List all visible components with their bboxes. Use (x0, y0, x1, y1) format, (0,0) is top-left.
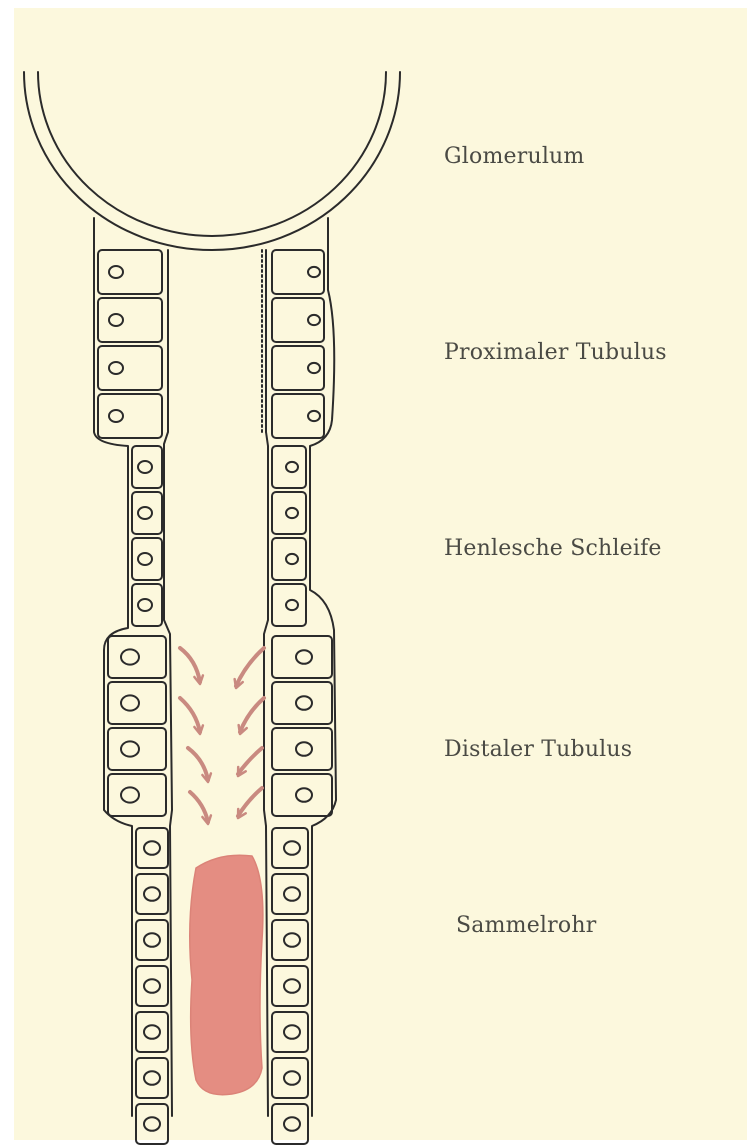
sammelrohr-cell-right (272, 828, 308, 868)
proximal-cell-left (98, 298, 162, 342)
label-glomerulum: Glomerulum (444, 144, 585, 169)
henle-cell-left (132, 584, 162, 626)
distal-cell-right (272, 682, 332, 724)
proximal-cell-left (98, 250, 162, 294)
sammelrohr-cast (190, 855, 263, 1095)
reabsorption-arrows (180, 648, 264, 824)
proximal-cell-right (272, 394, 324, 438)
glomerulum-capsule (24, 72, 400, 250)
distal-cell-left (108, 636, 166, 678)
distal-cell-right (272, 728, 332, 770)
label-proximaler-tubulus: Proximaler Tubulus (444, 340, 667, 365)
label-distaler-tubulus: Distaler Tubulus (444, 737, 632, 762)
distal-cell-left (108, 774, 166, 816)
distal-cell-left (108, 682, 166, 724)
left-tubule-wall (94, 218, 172, 1116)
reabsorption-arrow (180, 698, 203, 734)
reabsorption-arrow (188, 748, 211, 782)
proximal-cell-right (272, 298, 324, 342)
reabsorption-arrow (239, 698, 264, 734)
reabsorption-arrow (180, 648, 203, 684)
henle-cell-right (272, 446, 306, 488)
henle-cell-right (272, 584, 306, 626)
sammelrohr-cell-right (272, 1058, 308, 1098)
sammelrohr-cell-left (136, 1104, 168, 1144)
sammelrohr-cell-left (136, 966, 168, 1006)
sammelrohr-cell-left (136, 874, 168, 914)
henle-cell-right (272, 538, 306, 580)
henle-cell-left (132, 538, 162, 580)
label-sammelrohr: Sammelrohr (456, 913, 596, 938)
sammelrohr-cell-right (272, 920, 308, 960)
henle-cell-left (132, 446, 162, 488)
proximal-cell-right (272, 250, 324, 294)
sammelrohr-cell-right (272, 1012, 308, 1052)
proximal-cell-left (98, 394, 162, 438)
distal-cell-right (272, 774, 332, 816)
henle-cell-right (272, 492, 306, 534)
reabsorption-arrow (238, 748, 262, 776)
distal-cell-right (272, 636, 332, 678)
reabsorption-arrow (238, 788, 262, 818)
label-henlesche-schleife: Henlesche Schleife (444, 536, 662, 561)
sammelrohr-cell-left (136, 1058, 168, 1098)
sammelrohr-cell-right (272, 966, 308, 1006)
sammelrohr-cell-left (136, 1012, 168, 1052)
distal-cell-left (108, 728, 166, 770)
proximal-cell-left (98, 346, 162, 390)
sammelrohr-cell-left (136, 828, 168, 868)
reabsorption-arrow (235, 648, 264, 688)
sammelrohr-cell-right (272, 1104, 308, 1144)
reabsorption-arrow (190, 792, 211, 824)
henle-cell-left (132, 492, 162, 534)
sammelrohr-cell-right (272, 874, 308, 914)
sammelrohr-cell-left (136, 920, 168, 960)
proximal-cell-right (272, 346, 324, 390)
